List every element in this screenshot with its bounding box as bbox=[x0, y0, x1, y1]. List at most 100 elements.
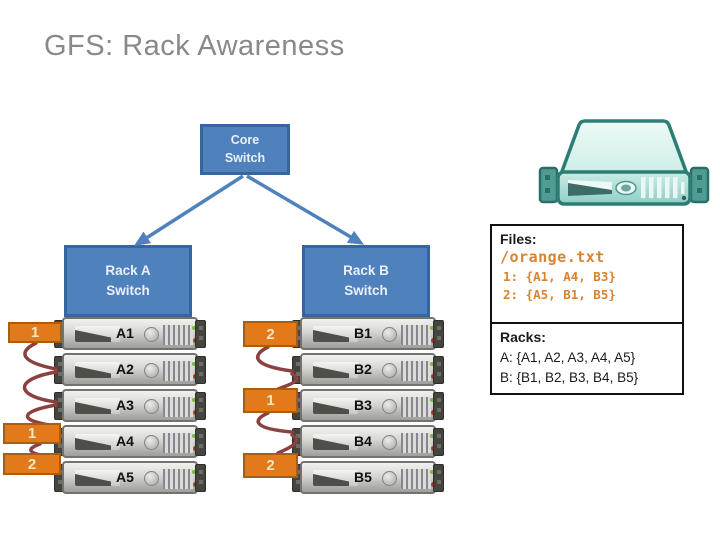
chunk-number: 1 bbox=[30, 324, 40, 341]
led-green bbox=[430, 470, 434, 474]
server-label: A5 bbox=[116, 469, 134, 485]
drive-slot bbox=[313, 398, 358, 414]
bracket-icon bbox=[195, 464, 206, 492]
rack-b-switch-box: Rack B Switch bbox=[302, 245, 430, 317]
files-racks-panel: Files: /orange.txt 1: {A1, A4, B3} 2: {A… bbox=[490, 224, 684, 395]
power-button-icon bbox=[144, 363, 159, 378]
files-section: Files: /orange.txt 1: {A1, A4, B3} 2: {A… bbox=[492, 226, 682, 324]
bracket-icon bbox=[433, 392, 444, 420]
power-button-icon bbox=[144, 327, 159, 342]
core-switch-label: Core Switch bbox=[224, 133, 266, 166]
server-icon: B2 bbox=[300, 353, 436, 386]
bracket-icon bbox=[433, 464, 444, 492]
drive-slot bbox=[313, 362, 358, 378]
server-a4: A4 bbox=[54, 425, 206, 458]
server-icon: B1 bbox=[300, 317, 436, 350]
led-green bbox=[192, 326, 196, 330]
bracket-icon bbox=[195, 392, 206, 420]
power-button-icon bbox=[382, 471, 397, 486]
chunk-line-2: 2: {A5, B1, B5} bbox=[503, 287, 616, 302]
bracket-icon bbox=[195, 320, 206, 348]
power-button-icon bbox=[382, 399, 397, 414]
server-b3: B3 bbox=[292, 389, 444, 422]
rack-a-switch-box: Rack A Switch bbox=[64, 245, 192, 317]
drive-slot bbox=[75, 326, 120, 342]
vent-slats bbox=[163, 361, 193, 381]
chunk-line-1: 1: {A1, A4, B3} bbox=[503, 269, 616, 284]
chunk-number: 2 bbox=[266, 325, 275, 343]
server-a1: A1 bbox=[54, 317, 206, 350]
power-button-icon bbox=[382, 327, 397, 342]
rack-a-line: A: {A1, A2, A3, A4, A5} bbox=[500, 350, 636, 365]
vent-slats bbox=[163, 397, 193, 417]
server-b2: B2 bbox=[292, 353, 444, 386]
server-icon: A2 bbox=[62, 353, 198, 386]
server-icon: A1 bbox=[62, 317, 198, 350]
led-green bbox=[430, 326, 434, 330]
drive-slot bbox=[75, 362, 120, 378]
server-b1: B1 bbox=[292, 317, 444, 350]
vent-slats bbox=[641, 177, 685, 198]
led-green bbox=[430, 398, 434, 402]
led-green bbox=[430, 362, 434, 366]
led-green bbox=[192, 470, 196, 474]
led-green bbox=[192, 398, 196, 402]
power-button-icon bbox=[144, 435, 159, 450]
server-unit-icon bbox=[538, 119, 710, 206]
server-a3: A3 bbox=[54, 389, 206, 422]
server-label: B3 bbox=[354, 397, 372, 413]
server-icon: B5 bbox=[300, 461, 436, 494]
chunk-label-b3: 1 bbox=[243, 388, 298, 413]
power-button-icon bbox=[382, 435, 397, 450]
led-green bbox=[192, 434, 196, 438]
server-label: B4 bbox=[354, 433, 372, 449]
server-label: A2 bbox=[116, 361, 134, 377]
power-button-icon bbox=[615, 180, 637, 196]
bracket-icon bbox=[195, 356, 206, 384]
core-to-rack-links bbox=[134, 174, 365, 246]
server-b4: B4 bbox=[292, 425, 444, 458]
led-green bbox=[192, 362, 196, 366]
chunk-label-a1: 1 bbox=[8, 322, 62, 343]
rack-mount-bracket-left bbox=[538, 166, 559, 204]
power-button-icon bbox=[382, 363, 397, 378]
chunk-label-a4: 1 bbox=[3, 423, 61, 444]
server-label: B5 bbox=[354, 469, 372, 485]
chunk-number: 2 bbox=[27, 455, 37, 473]
chunk-label-b5: 2 bbox=[243, 453, 298, 478]
power-button-icon bbox=[144, 471, 159, 486]
server-a2: A2 bbox=[54, 353, 206, 386]
rack-a-switch-label: Rack A Switch bbox=[105, 263, 151, 298]
racks-heading: Racks: bbox=[500, 329, 546, 345]
drive-slot bbox=[75, 398, 120, 414]
server-label: A3 bbox=[116, 397, 134, 413]
bracket-icon bbox=[433, 320, 444, 348]
vent-slats bbox=[163, 325, 193, 345]
server-icon: B4 bbox=[300, 425, 436, 458]
vent-slats bbox=[401, 325, 431, 345]
filename: /orange.txt bbox=[500, 248, 605, 266]
drive-slot bbox=[313, 470, 358, 486]
power-button-icon bbox=[144, 399, 159, 414]
chunk-number: 2 bbox=[266, 457, 275, 474]
vent-slats bbox=[401, 433, 431, 453]
server-label: B1 bbox=[354, 325, 372, 341]
vent-slats bbox=[163, 433, 193, 453]
rack-b-switch-label: Rack B Switch bbox=[343, 263, 389, 298]
server-top-face bbox=[559, 119, 689, 176]
rack-b-line: B: {B1, B2, B3, B4, B5} bbox=[500, 370, 639, 385]
files-heading: Files: bbox=[500, 231, 537, 247]
vent-slats bbox=[401, 397, 431, 417]
drive-slot bbox=[75, 434, 120, 450]
drive-slot bbox=[75, 470, 120, 486]
drive-slot bbox=[568, 180, 612, 196]
server-icon: A4 bbox=[62, 425, 198, 458]
bracket-icon bbox=[433, 356, 444, 384]
chunk-number: 1 bbox=[266, 392, 275, 409]
server-a5: A5 bbox=[54, 461, 206, 494]
server-icon: B3 bbox=[300, 389, 436, 422]
drive-slot bbox=[313, 434, 358, 450]
slide-title: GFS: Rack Awareness bbox=[44, 30, 345, 62]
vent-slats bbox=[163, 469, 193, 489]
